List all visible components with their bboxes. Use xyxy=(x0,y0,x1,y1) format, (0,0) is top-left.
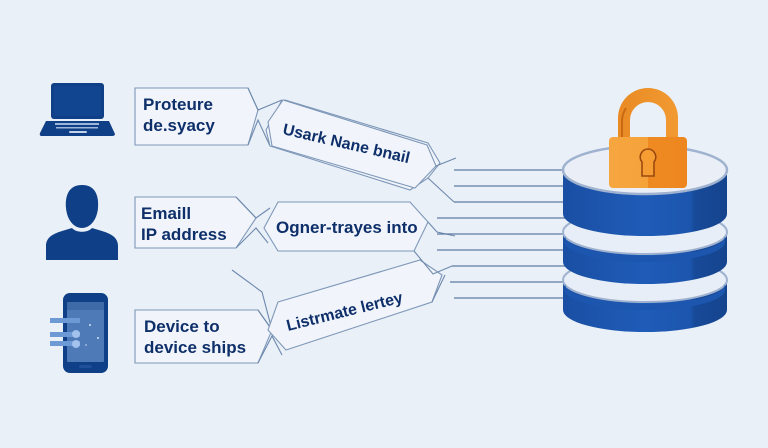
smartphone-icon xyxy=(50,293,108,373)
middle-label-3: Listrmate lertey xyxy=(267,259,443,351)
source-label-3-line-2: device ships xyxy=(144,338,246,357)
source-label-2-line-1: Emaill xyxy=(141,204,191,223)
source-label-1-line-1: Proteure xyxy=(143,95,213,114)
middle-label-2-text: Ogner-trayes into xyxy=(276,218,418,237)
source-label-3-line-1: Device to xyxy=(144,317,220,336)
middle-label-2: Ogner-trayes into xyxy=(263,201,429,252)
source-label-2-line-2: IP address xyxy=(141,225,227,244)
source-label-1: Proteure de.syacy xyxy=(134,87,259,146)
source-label-3: Device to device ships xyxy=(134,309,273,364)
middle-label-1: Usark Nane bnail xyxy=(265,99,441,191)
source-label-2: Emaill IP address xyxy=(134,196,257,249)
person-icon xyxy=(46,185,118,260)
laptop-icon xyxy=(39,83,115,136)
padlock-icon xyxy=(609,88,687,188)
source-label-1-line-2: de.syacy xyxy=(143,116,215,135)
data-wires xyxy=(413,157,565,303)
